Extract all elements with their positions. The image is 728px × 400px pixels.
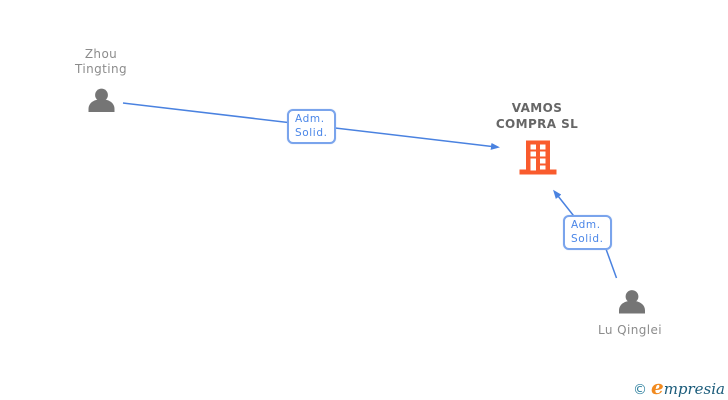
edge-label-adm-solid-1: Adm. Solid. bbox=[287, 109, 336, 144]
person-icon[interactable] bbox=[88, 88, 115, 112]
brand-initial: e bbox=[650, 375, 664, 399]
copyright-icon: © bbox=[632, 382, 647, 398]
node-label-zhou-tingting[interactable]: Zhou Tingting bbox=[75, 47, 127, 76]
node-label-vamos-compra-sl[interactable]: VAMOS COMPRA SL bbox=[495, 101, 579, 131]
edge-label-adm-solid-2: Adm. Solid. bbox=[563, 215, 612, 250]
empresia-logo[interactable]: © e mpresia bbox=[632, 375, 725, 399]
building-icon[interactable] bbox=[519, 140, 557, 175]
person-icon[interactable] bbox=[619, 290, 645, 314]
node-label-lu-qinglei[interactable]: Lu Qinglei bbox=[598, 323, 662, 337]
brand-rest: mpresia bbox=[663, 380, 725, 398]
